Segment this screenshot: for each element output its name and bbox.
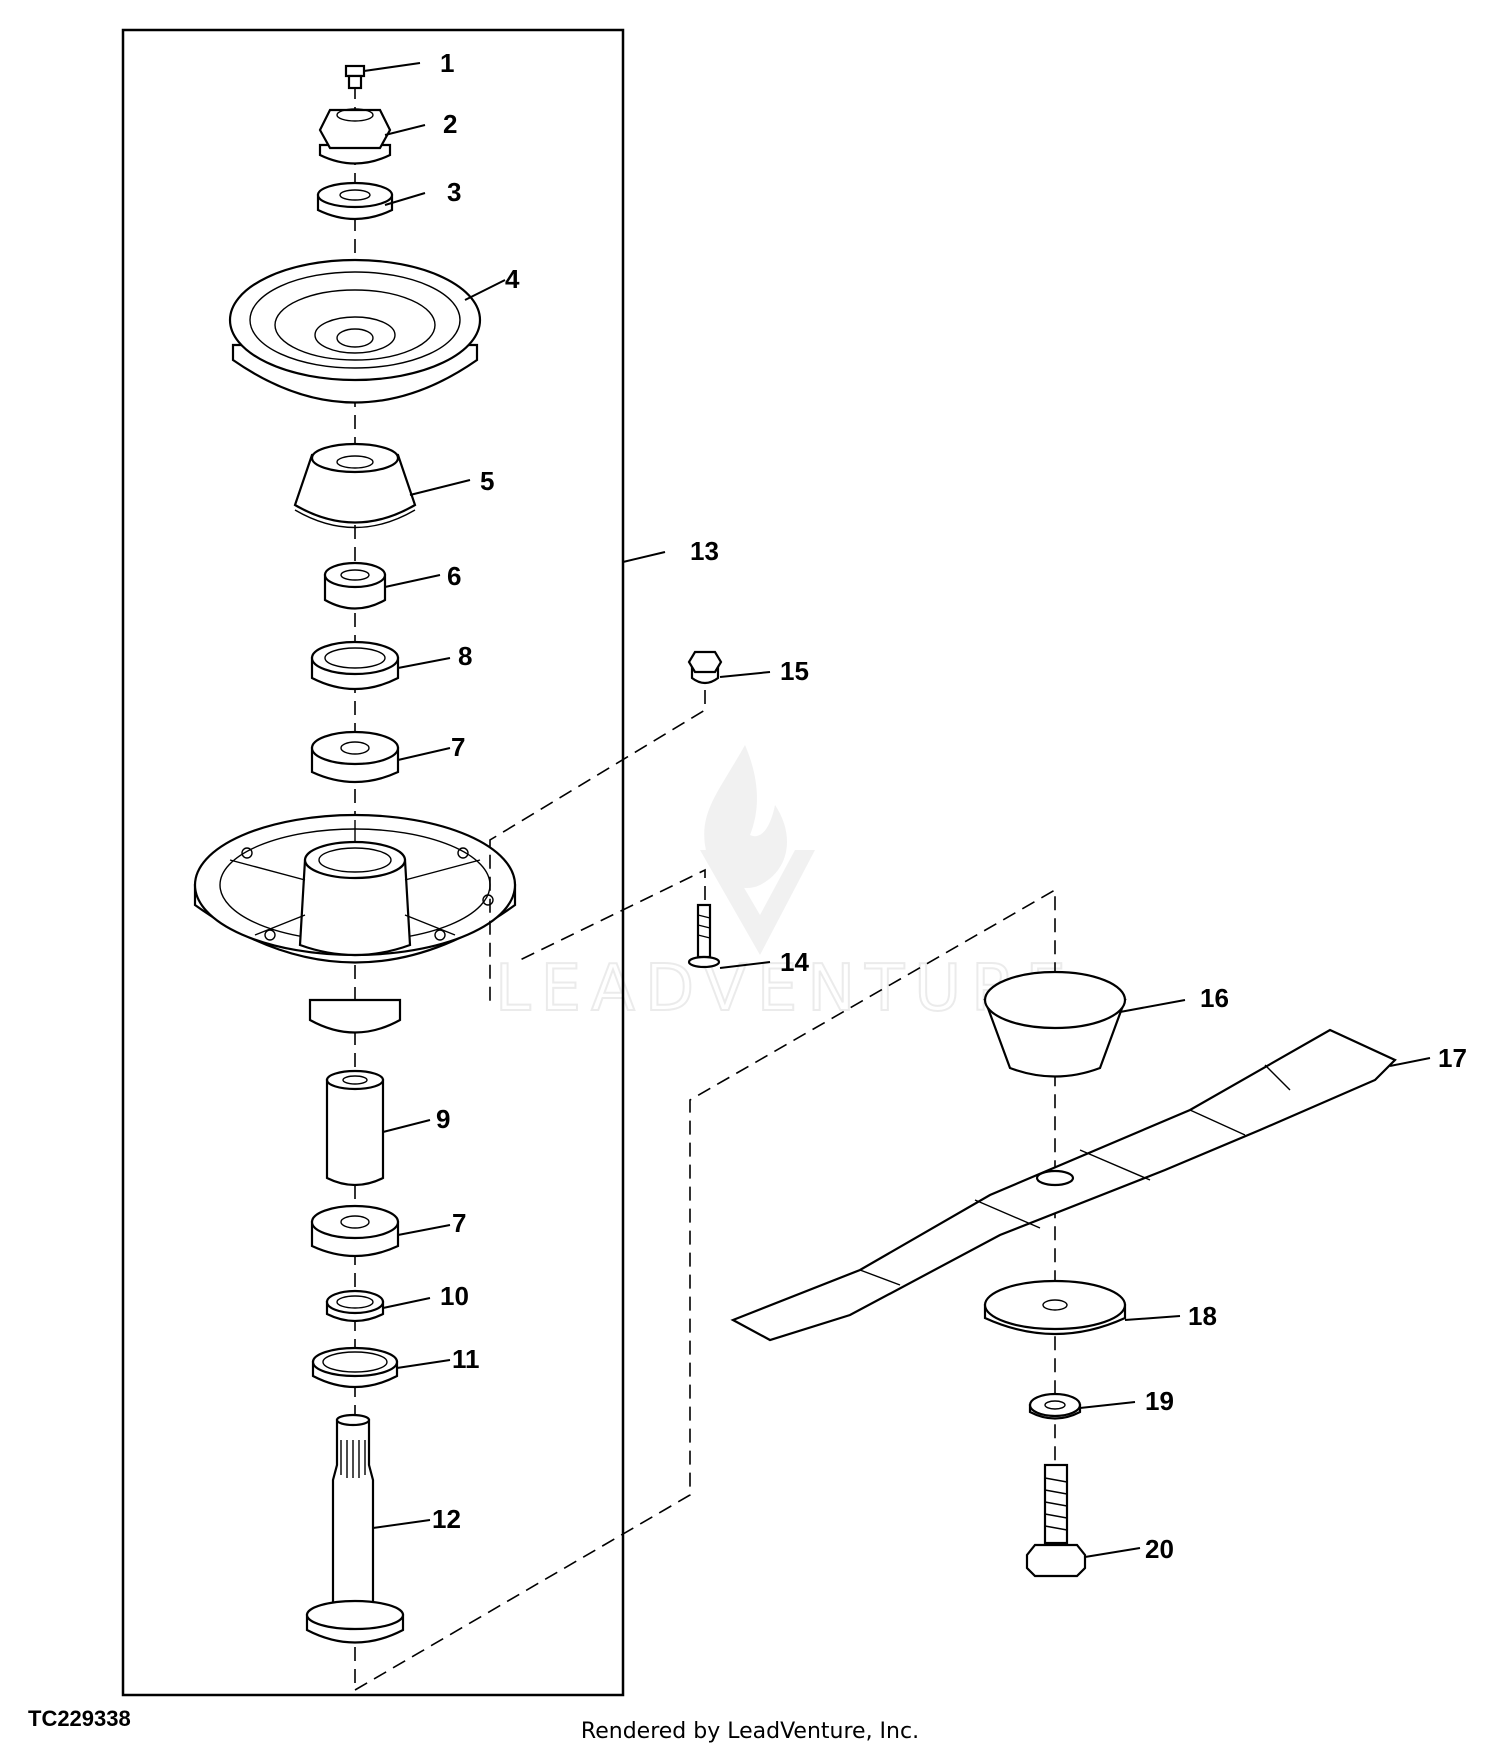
part-18-washer [983, 1279, 1127, 1336]
part-9-spacer-tube [325, 1069, 385, 1187]
callout-11: 11 [452, 1344, 480, 1374]
mount-path-blade [354, 888, 1056, 1691]
part-7-bearing-upper [310, 730, 400, 784]
callout-4: 4 [505, 264, 520, 294]
part-12-spindle-shaft [305, 1413, 405, 1644]
part-4-pulley [228, 258, 482, 404]
callout-18: 18 [1188, 1301, 1217, 1331]
part-15-nut [687, 650, 723, 685]
callout-14: 14 [780, 947, 809, 977]
mount-path-15 [489, 690, 706, 1005]
part-6-spacer [323, 561, 387, 610]
render-credit: Rendered by LeadVenture, Inc. [581, 1719, 919, 1744]
part-8-seal [310, 640, 400, 691]
callout-13: 13 [690, 536, 719, 566]
leader-lines [363, 62, 1431, 1558]
part-16-blade-cup [983, 970, 1127, 1078]
part-2-flange-nut [318, 108, 392, 165]
part-3-washer [316, 181, 394, 220]
callout-8: 8 [458, 641, 472, 671]
callout-2: 2 [443, 109, 457, 139]
callout-3: 3 [447, 177, 461, 207]
callout-1: 1 [440, 48, 454, 78]
callout-20: 20 [1145, 1534, 1174, 1564]
watermark-text: LEADVENTURE [495, 952, 1076, 1026]
part-19-lock-washer [1028, 1392, 1082, 1420]
leadventure-watermark: LEADVENTURE [494, 745, 1076, 1027]
callout-16: 16 [1200, 983, 1229, 1013]
callout-9: 9 [436, 1104, 450, 1134]
part-11-seal [311, 1346, 399, 1389]
callout-7-upper: 7 [451, 732, 465, 762]
part-1-grease-fitting [344, 64, 366, 90]
callout-17: 17 [1438, 1043, 1467, 1073]
callout-7-lower: 7 [452, 1208, 466, 1238]
figure-id: TC229338 [28, 1706, 131, 1731]
part-5-cup [293, 442, 417, 529]
callout-5: 5 [480, 466, 494, 496]
part-20-bolt [1025, 1463, 1087, 1578]
callout-10: 10 [440, 1281, 469, 1311]
part-10-seal [325, 1289, 385, 1323]
assembly-13-frame [121, 28, 625, 1697]
mount-path-14 [519, 868, 706, 961]
part-14-bolt [687, 903, 721, 969]
part-7-bearing-lower [310, 1204, 400, 1258]
callout-6: 6 [447, 561, 461, 591]
callout-12: 12 [432, 1504, 461, 1534]
spindle-housing [193, 813, 517, 1034]
part-17-blade [730, 1028, 1397, 1342]
callout-15: 15 [780, 656, 809, 686]
callout-19: 19 [1145, 1386, 1174, 1416]
callout-labels: 1 2 3 4 5 6 8 7 9 7 10 11 12 13 14 15 16… [432, 48, 1467, 1564]
